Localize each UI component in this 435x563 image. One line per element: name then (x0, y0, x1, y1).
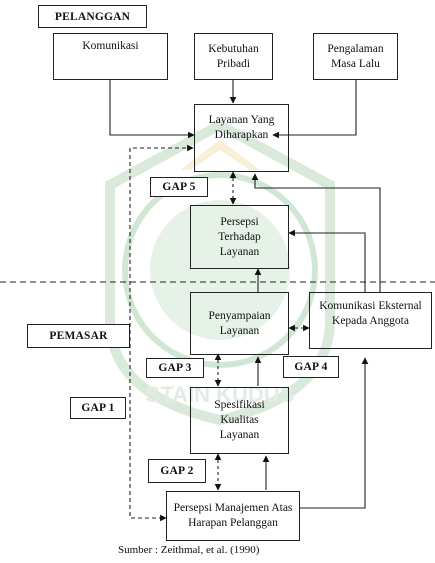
arrow-pengalaman (272, 80, 357, 139)
box-komunikasi: Komunikasi (53, 33, 168, 80)
label-pelanggan: PELANGGAN (38, 5, 147, 28)
box-komunikasi-eksternal: Komunikasi Eksternal Kepada Anggota (309, 292, 432, 349)
box-pengalaman-masa-lalu: Pengalaman Masa Lalu (313, 33, 398, 80)
label-gap4: GAP 4 (283, 356, 339, 378)
box-persepsi-layanan: Persepsi Terhadap Layanan (190, 205, 289, 269)
box-kebutuhan-pribadi: Kebutuhan Pribadi (194, 33, 273, 80)
arrow-komeks-persepsi (288, 229, 366, 292)
label-pemasar: PEMASAR (27, 324, 130, 348)
arrow-komunikasi (109, 80, 195, 139)
arrow-manajemen-komeks (300, 357, 369, 509)
box-penyampaian-layanan: Penyampaian Layanan (190, 292, 289, 355)
label-gap5: GAP 5 (150, 177, 208, 197)
gap1-connector (129, 144, 194, 522)
source-caption: Sumber : Zeithmal, et al. (1990) (118, 544, 260, 556)
label-gap3: GAP 3 (146, 358, 204, 378)
label-gap2: GAP 2 (148, 459, 206, 483)
arrow-komeks-layanan (251, 173, 381, 292)
box-spesifikasi-kualitas: Spesifikasi Kualitas Layanan (190, 387, 289, 454)
label-gap1: GAP 1 (70, 397, 126, 419)
box-persepsi-manajemen: Persepsi Manajemen Atas Harapan Pelangga… (166, 491, 300, 541)
box-layanan-diharapkan: Layanan Yang Diharapkan (194, 104, 289, 172)
